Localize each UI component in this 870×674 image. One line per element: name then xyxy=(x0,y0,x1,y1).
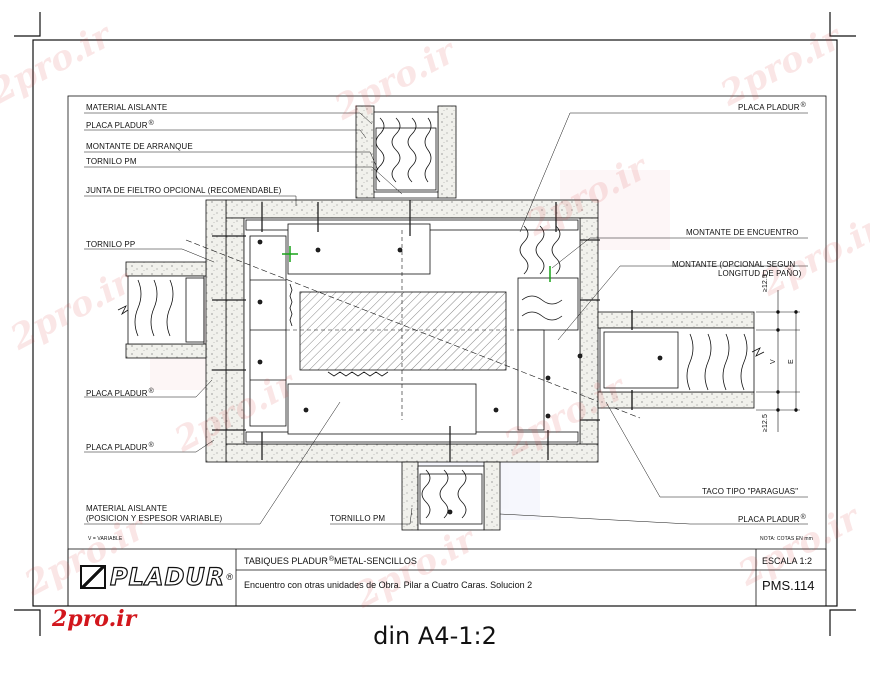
label-montante-arranque: MONTANTE DE ARRANQUE xyxy=(86,142,193,151)
title-block-scale: ESCALA 1:2 xyxy=(762,556,813,566)
label-placa-pladur: PLACA PLADUR® xyxy=(86,120,154,130)
label-longitud-pano: LONGITUD DE PAÑO) xyxy=(718,269,802,278)
title-block-code: PMS.114 xyxy=(762,578,815,593)
label-placa-pladur: PLACA PLADUR® xyxy=(86,442,154,452)
label-junta-fieltro: JUNTA DE FIELTRO OPCIONAL (RECOMENDABLE) xyxy=(86,186,282,195)
detail-drawing xyxy=(84,105,808,531)
note-cotas: NOTA: COTAS EN mm xyxy=(760,536,813,542)
label-placa-pladur-right: PLACA PLADUR® xyxy=(738,102,806,112)
dimension-variable: V xyxy=(770,359,777,364)
dimension-top: ≥12.5 xyxy=(762,274,769,292)
column-casing xyxy=(185,199,641,463)
pladur-logo-reg: ® xyxy=(226,572,233,582)
pladur-logo-mark xyxy=(80,565,106,589)
label-taco-paraguas: TACO TIPO "PARAGUAS" xyxy=(702,487,799,496)
title-block-description: Encuentro con otras unidades de Obra. Pi… xyxy=(244,580,533,590)
sheet-caption: din A4-1:2 xyxy=(373,622,497,650)
dimension-e: E xyxy=(788,359,795,364)
title-block-frame xyxy=(67,548,827,607)
label-montante-encuentro: MONTANTE DE ENCUENTRO xyxy=(686,228,799,237)
right-partition xyxy=(597,310,765,410)
brand-logo: 2pro.ir xyxy=(52,606,137,632)
label-posicion-espesor: (POSICION Y ESPESOR VARIABLE) xyxy=(86,514,223,523)
pladur-logo-text: PLADUR xyxy=(109,562,226,591)
title-block-title: TABIQUES PLADUR®METAL-SENCILLOS xyxy=(244,556,417,566)
left-partition xyxy=(117,261,207,359)
label-tornilo-pm: TORNILO PM xyxy=(86,157,137,166)
pladur-logo: PLADUR ® xyxy=(80,562,233,592)
label-montante-opcional: MONTANTE (OPCIONAL SEGUN xyxy=(672,260,796,269)
note-variable: V = VARIABLE xyxy=(88,536,123,542)
top-partition xyxy=(355,105,457,199)
bottom-partition xyxy=(401,461,501,531)
dimension-bottom: ≥12.5 xyxy=(762,414,769,432)
label-placa-pladur-right-bottom: PLACA PLADUR® xyxy=(738,514,806,524)
label-placa-pladur: PLACA PLADUR® xyxy=(86,388,154,398)
leader-lines xyxy=(84,112,808,525)
label-tornilo-pp: TORNILO PP xyxy=(86,240,136,249)
label-material-aislante: MATERIAL AISLANTE xyxy=(86,103,168,112)
label-tornillo-pm-bottom: TORNILLO PM xyxy=(330,514,386,523)
dimension-lines xyxy=(756,290,800,432)
label-material-aislante-variable: MATERIAL AISLANTE xyxy=(86,504,168,513)
